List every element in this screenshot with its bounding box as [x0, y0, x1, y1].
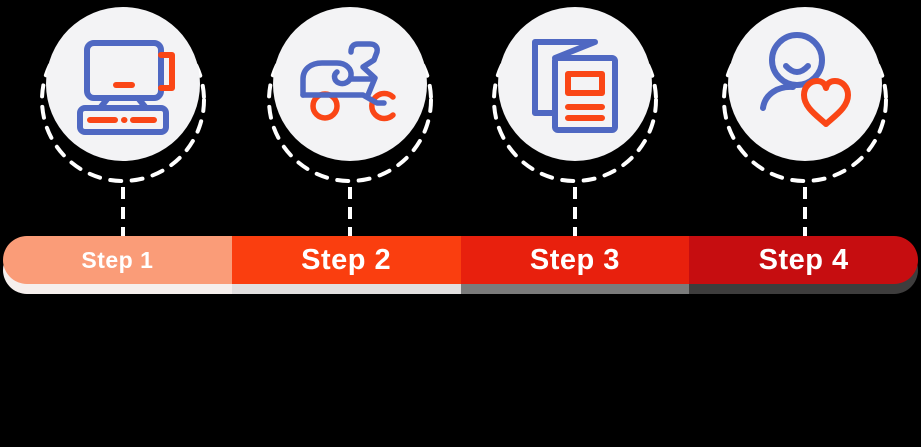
- step-3-label: Step 3: [529, 243, 620, 276]
- pos-terminal-icon: [77, 40, 175, 135]
- step-column-3: [492, 7, 658, 237]
- step-4-label: Step 4: [758, 243, 849, 276]
- dashed-circle: [492, 17, 658, 183]
- heart: [801, 78, 851, 127]
- customer-care-heart-icon: [760, 32, 851, 127]
- step-1-label: Step 1: [81, 246, 154, 273]
- step-2-label: Step 2: [301, 243, 392, 276]
- step-4-segment: Step 4: [689, 236, 918, 284]
- step-circle: [273, 7, 427, 161]
- text-lines: [565, 104, 605, 121]
- scooter-body: [300, 60, 354, 98]
- dashed-circle: [40, 17, 206, 183]
- card-reader-bracket: [158, 52, 175, 91]
- step-1-segment: Step 1: [3, 236, 232, 284]
- delivery-scooter-icon: [300, 41, 396, 122]
- shoulder: [760, 83, 796, 111]
- keyboard-base: [77, 105, 169, 135]
- smile: [783, 63, 811, 75]
- monitor-outline: [84, 40, 164, 101]
- step-column-4: [722, 7, 888, 237]
- back-page: [532, 39, 598, 116]
- floorboard: [300, 92, 387, 106]
- dashed-circle: [267, 17, 433, 183]
- headline-block: [565, 71, 605, 96]
- front-page: [552, 55, 618, 133]
- handlebar-column: [348, 41, 380, 98]
- step-circle: [498, 7, 652, 161]
- step-column-2: [267, 7, 433, 237]
- step-column-1: [40, 7, 206, 237]
- step-2-segment: Step 2: [231, 236, 461, 284]
- brochure-menu-icon: [532, 39, 618, 133]
- step-bar: Step 1 Step 2 Step 3 Step 4: [3, 236, 918, 284]
- person-head: [769, 32, 825, 88]
- front-wheel: [369, 90, 396, 122]
- dashed-circle: [722, 17, 888, 183]
- step-3-segment: Step 3: [460, 236, 690, 284]
